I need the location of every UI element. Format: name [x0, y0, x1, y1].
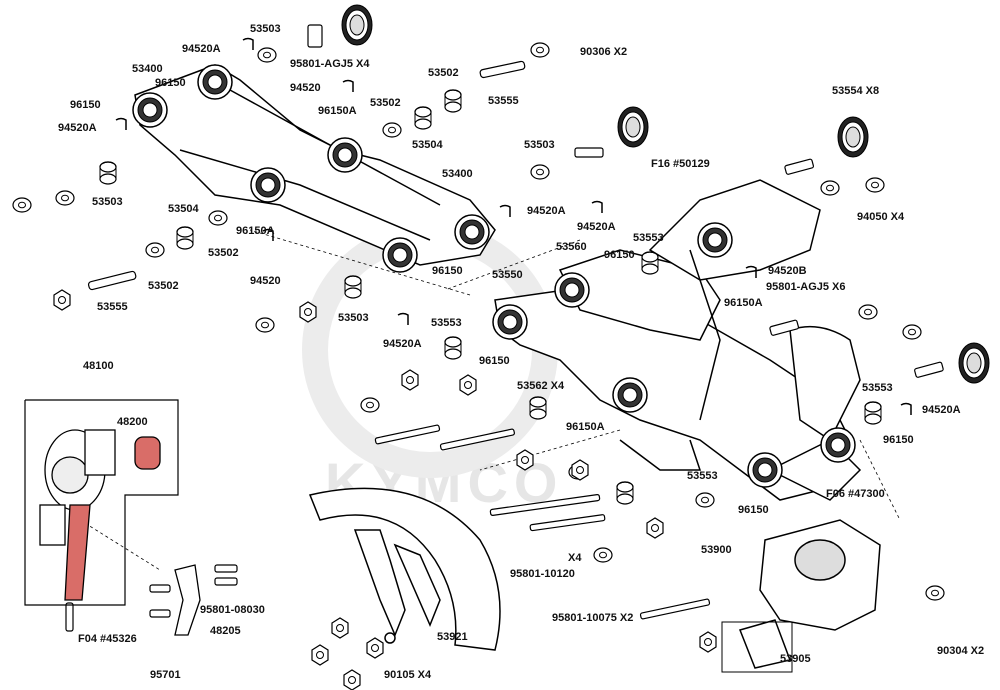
label-53503-top: 53503	[250, 23, 281, 35]
label-53905: 53905	[780, 653, 811, 665]
label-53502-c: 53502	[208, 247, 239, 259]
label-53400-mid: 53400	[442, 168, 473, 180]
label-53553-b: 53553	[431, 317, 462, 329]
label-96150-e: 96150	[479, 355, 510, 367]
label-94520-mid: 94520	[250, 275, 281, 287]
label-95801-08030: 95801-08030	[200, 604, 265, 616]
label-53553-d: 53553	[687, 470, 718, 482]
label-96150-a: 96150	[155, 77, 186, 89]
label-95801-10075-X2: 95801-10075 X2	[552, 612, 634, 624]
label-94520B: 94520B	[768, 265, 807, 277]
label-94520A-left: 94520A	[58, 122, 97, 134]
label-53400-left: 53400	[132, 63, 163, 75]
label-96150A-c: 96150A	[724, 297, 763, 309]
label-94520A-b: 94520A	[383, 338, 422, 350]
label-48205: 48205	[210, 625, 241, 637]
label-96150-b: 96150	[70, 99, 101, 111]
label-94520A-mid2: 94520A	[577, 221, 616, 233]
label-53503-c: 53503	[92, 196, 123, 208]
label-53553-c: 53553	[862, 382, 893, 394]
label-96150-f: 96150	[883, 434, 914, 446]
label-96150-c: 96150	[604, 249, 635, 261]
label-95801-10120: 95801-10120	[510, 568, 575, 580]
label-53502-b: 53502	[370, 97, 401, 109]
label-95801-AGJ5-X4: 95801-AGJ5 X4	[290, 58, 370, 70]
label-95701: 95701	[150, 669, 181, 681]
label-53550: 53550	[492, 269, 523, 281]
label-96150A-b: 96150A	[236, 225, 275, 237]
label-53555-b: 53555	[97, 301, 128, 313]
label-53553-a: 53553	[633, 232, 664, 244]
label-53554-X8: 53554 X8	[832, 85, 880, 97]
label-53503-b: 53503	[524, 139, 555, 151]
label-94050-X4: 94050 X4	[857, 211, 905, 223]
label-F04: F04 #45326	[78, 633, 137, 645]
label-F06: F06 #47300	[826, 488, 885, 500]
label-53562-X4: 53562 X4	[517, 380, 565, 392]
label-96150-g: 96150	[738, 504, 769, 516]
label-96150A-d: 96150A	[566, 421, 605, 433]
label-53555-top: 53555	[488, 95, 519, 107]
label-94520-top: 94520	[290, 82, 321, 94]
main-subframe	[494, 179, 862, 501]
caliper	[738, 519, 881, 669]
label-53504-b: 53504	[168, 203, 199, 215]
label-F16: F16 #50129	[651, 158, 710, 170]
brake-disc	[308, 487, 501, 651]
label-53503-d: 53503	[338, 312, 369, 324]
swing-arm-upper	[134, 64, 496, 266]
label-53560: 53560	[556, 241, 587, 253]
label-96150-d: 96150	[432, 265, 463, 277]
label-94520A-right: 94520A	[922, 404, 961, 416]
label-96150A-a: 96150A	[318, 105, 357, 117]
label-95801-AGJ5-X6: 95801-AGJ5 X6	[766, 281, 846, 293]
motor-assembly	[39, 429, 161, 601]
label-X4: X4	[568, 552, 582, 564]
label-90306-X2: 90306 X2	[580, 46, 628, 58]
label-94520A-mid: 94520A	[527, 205, 566, 217]
label-94520A-top: 94520A	[182, 43, 221, 55]
label-53502-d: 53502	[148, 280, 179, 292]
label-90105-X4: 90105 X4	[384, 669, 432, 681]
label-53900: 53900	[701, 544, 732, 556]
label-90304-X2: 90304 X2	[937, 645, 985, 657]
label-48100: 48100	[83, 360, 114, 372]
label-53502-a: 53502	[428, 67, 459, 79]
label-48200: 48200	[117, 416, 148, 428]
label-53921: 53921	[437, 631, 468, 643]
label-53504-a: 53504	[412, 139, 443, 151]
